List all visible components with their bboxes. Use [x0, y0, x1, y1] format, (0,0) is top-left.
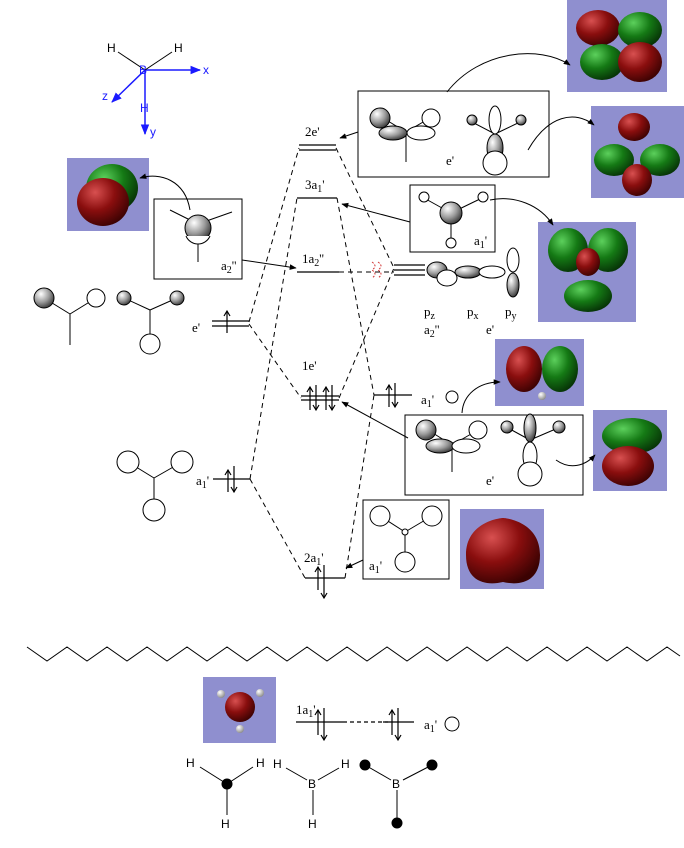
boron-p-orbitals [426, 247, 520, 298]
svg-text:H: H [341, 757, 350, 771]
label-right-a1: a [421, 392, 427, 407]
box-a2pp: a2'' [153, 198, 243, 280]
svg-text:B: B [392, 777, 400, 791]
iso-2a1 [460, 509, 544, 589]
svg-text:a2'': a2'' [424, 322, 439, 340]
label-1a1: 1a [296, 702, 309, 717]
box-3a1: a1' [409, 184, 496, 253]
svg-text:a1': a1' [369, 558, 382, 576]
svg-text:H: H [256, 756, 265, 770]
svg-text:px: px [467, 304, 479, 322]
left-e-orbitals [33, 287, 185, 355]
axis-h-bottom: H [140, 101, 149, 115]
energy-levels [212, 144, 425, 579]
svg-text:2a1': 2a1' [304, 550, 324, 568]
svg-text:H: H [273, 757, 282, 771]
orbital-s-bottom [444, 716, 460, 732]
bh3-structure-2: H B H H [273, 757, 350, 831]
label-2a1: 2a [304, 550, 317, 565]
electron-pairs [223, 309, 399, 600]
correlation-lines [248, 147, 395, 579]
zigzag-divider [26, 646, 681, 662]
svg-text:1a2'': 1a2'' [302, 251, 324, 269]
label-pz: p [424, 304, 431, 319]
svg-text:e': e' [486, 473, 494, 488]
level-labels: 2e' 3a1' 1a2'' 1e' 2a1' 1a1' e' a1' a1' … [192, 124, 517, 735]
label-1a2: 1a [302, 251, 315, 266]
svg-text:B: B [308, 777, 316, 791]
label-py: p [505, 304, 512, 319]
iso-1e-b [593, 410, 667, 491]
bottom-levels [296, 708, 414, 742]
iso-a2pp [67, 158, 149, 231]
svg-text:a1': a1' [424, 717, 437, 735]
svg-text:a1': a1' [421, 392, 434, 410]
bh3-structure-3: B [359, 759, 438, 829]
bh3-structure-1: H H H [186, 756, 265, 831]
x-axis-label: x [203, 63, 209, 77]
label-e-sym: e' [486, 322, 494, 337]
svg-text:a1': a1' [196, 473, 209, 491]
axis-h-right: H [174, 41, 183, 55]
label-left-a1: a [196, 473, 202, 488]
svg-text:a1': a1' [474, 233, 487, 251]
label-1e: 1e' [302, 358, 317, 373]
label-3a1: 3a [305, 177, 318, 192]
svg-text:py: py [505, 304, 517, 322]
z-axis-label: z [102, 89, 108, 103]
axis-b-center: B [139, 63, 147, 77]
svg-text:H: H [221, 817, 230, 831]
label-px: p [467, 304, 474, 319]
left-a1-orbitals [116, 450, 194, 522]
svg-text:H: H [308, 817, 317, 831]
svg-text:pz: pz [424, 304, 436, 322]
box-top-e: e' [357, 90, 550, 178]
axis-h-left: H [107, 41, 116, 55]
orbital-s-right [445, 390, 459, 404]
box-2a1: a1' [362, 499, 450, 580]
svg-text:1a1': 1a1' [296, 702, 316, 720]
red-marker [371, 261, 382, 279]
label-a2-sym: a [424, 322, 430, 337]
svg-text:H: H [186, 756, 195, 770]
svg-text:a2'': a2'' [221, 258, 236, 276]
y-axis-label: y [150, 125, 156, 139]
iso-top-right [567, 0, 667, 92]
iso-bh3-bottom [203, 677, 276, 743]
label-2e: 2e' [305, 124, 320, 139]
coordinate-axes: x y z H H B H [102, 41, 209, 139]
box-lower-e: e' [404, 413, 584, 496]
svg-text:e': e' [446, 153, 454, 168]
iso-1e-a [495, 339, 584, 406]
iso-3a1 [538, 222, 636, 322]
svg-text:3a1': 3a1' [305, 177, 325, 195]
label-left-e: e' [192, 320, 200, 335]
label-bottom-a1: a [424, 717, 430, 732]
iso-mid-right [591, 106, 684, 198]
